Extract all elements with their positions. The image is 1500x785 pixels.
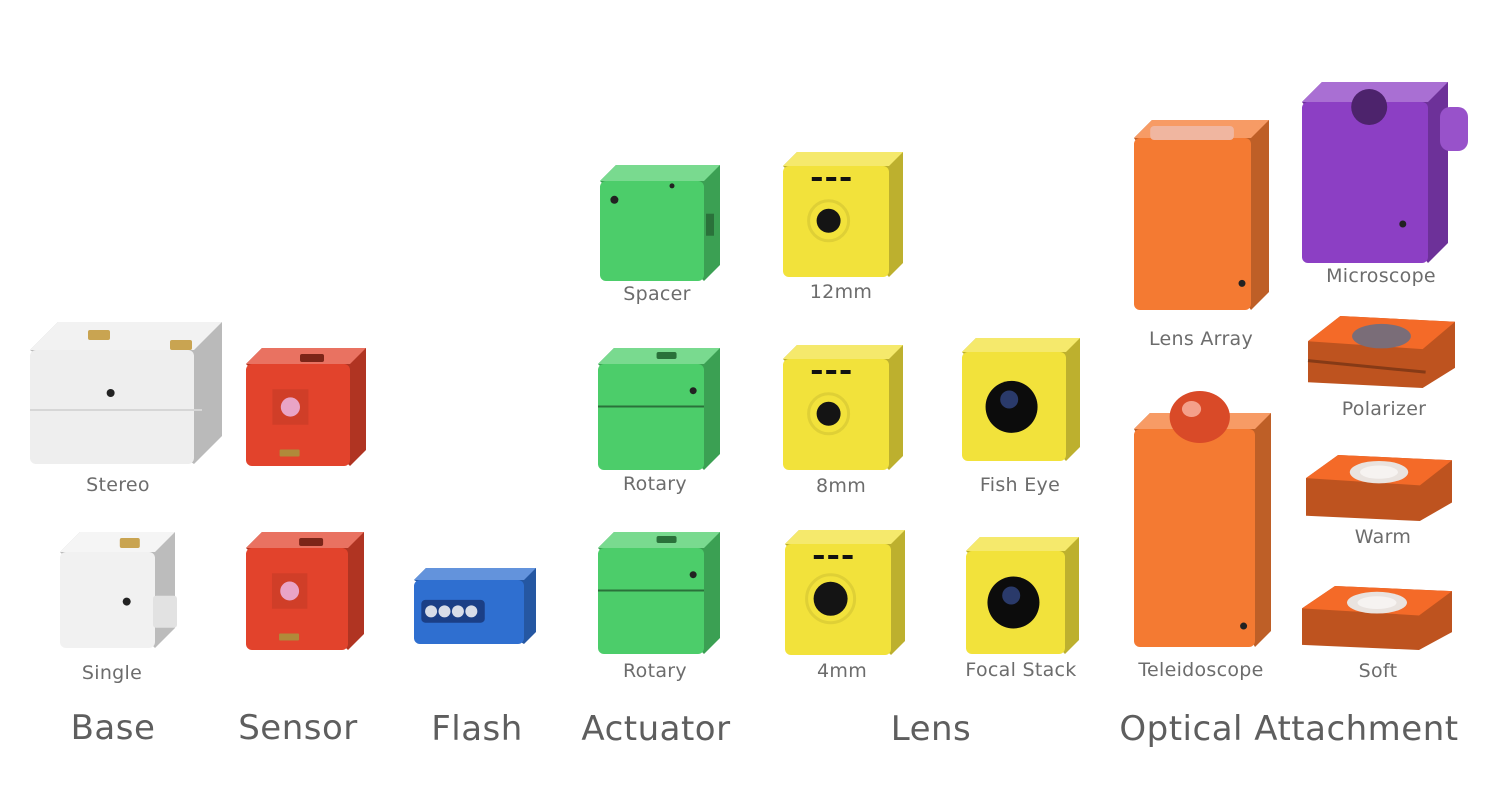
stereo-block [30,322,222,464]
rotary-2-label: Rotary [623,660,687,682]
teleidoscope-label: Teleidoscope [1138,659,1264,681]
rotary-1-label: Rotary [623,473,687,495]
lens-focalstack-block [966,537,1079,654]
spacer-label: Spacer [623,283,691,305]
microscope-label: Microscope [1326,265,1436,287]
lens-4mm-block [785,530,905,655]
lens-focalstack-label: Focal Stack [965,659,1077,681]
rotary-2-block [598,532,720,654]
sensor-2-block [246,532,364,650]
sensor-1-block [246,348,366,466]
category-title-lens: Lens [890,709,972,749]
rotary-1-block [598,348,720,470]
stereo-label: Stereo [86,474,150,496]
category-title-flash: Flash [431,709,523,749]
category-title-optical: Optical Attachment [1119,709,1459,749]
lens-8mm-label: 8mm [815,475,867,497]
flash-block [414,568,536,644]
polarizer-label: Polarizer [1341,398,1427,420]
lens-fisheye-label: Fish Eye [979,474,1061,496]
microscope-block [1302,82,1468,263]
spacer-block [600,165,720,281]
lens-array-block [1134,120,1269,310]
polarizer-block [1307,316,1455,388]
single-label: Single [81,662,143,684]
soft-label: Soft [1358,660,1398,682]
lens-12mm-block [783,152,903,277]
lens-12mm-label: 12mm [809,281,873,303]
warm-label: Warm [1354,526,1412,548]
category-title-base: Base [70,708,156,748]
lens-4mm-label: 4mm [816,660,868,682]
warm-block [1306,455,1452,521]
lens-8mm-block [783,345,903,470]
single-block [60,532,177,648]
category-title-actuator: Actuator [581,709,731,749]
lens-fisheye-block [962,338,1080,461]
soft-block [1302,586,1452,650]
teleidoscope-block [1134,391,1271,647]
lens-array-label: Lens Array [1148,328,1254,350]
category-title-sensor: Sensor [238,708,358,748]
